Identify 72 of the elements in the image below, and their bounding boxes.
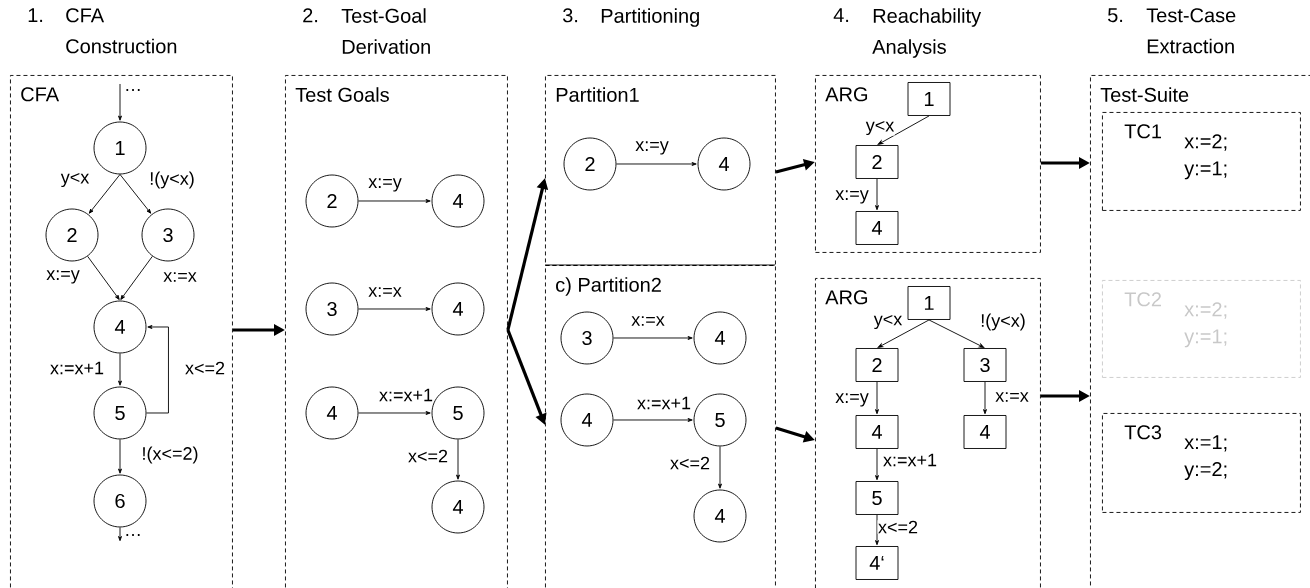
edge-label: x<=2 bbox=[407, 449, 449, 463]
step-number: 2. bbox=[303, 8, 318, 23]
edge-label: x:=x+1 bbox=[636, 396, 692, 410]
edge-label: x:=x+1 bbox=[882, 453, 938, 467]
edge-label: x:=y bbox=[45, 269, 81, 285]
edge-label: !(y<x) bbox=[979, 313, 1027, 331]
edge-label: x:=y bbox=[834, 392, 870, 408]
edge-label: x<=2 bbox=[669, 456, 711, 470]
step-number: 3. bbox=[563, 8, 578, 23]
arrow bbox=[875, 381, 879, 415]
edge-label: x:=x bbox=[367, 286, 403, 298]
arrow bbox=[613, 336, 693, 340]
arrow bbox=[875, 448, 879, 481]
step-number: 5. bbox=[1108, 8, 1123, 23]
edge-label: x:=x bbox=[994, 391, 1030, 403]
edge-label: … bbox=[123, 88, 143, 92]
edge-label: x:=y bbox=[367, 177, 403, 193]
arrow bbox=[877, 115, 930, 145]
edge-label: x:=x+1 bbox=[378, 388, 434, 402]
edge-label: x:=y bbox=[634, 140, 670, 156]
state-box: 1 bbox=[907, 82, 951, 116]
edge-label: !(x<=2) bbox=[141, 446, 199, 464]
arrow bbox=[875, 514, 879, 546]
state-box: 5 bbox=[855, 481, 899, 515]
edge-label: y<x bbox=[873, 314, 903, 330]
edge-label: x:=x bbox=[162, 271, 198, 283]
test-case-box: TC3 x:=1; y:=2; bbox=[1102, 413, 1301, 513]
state-box: 4 bbox=[963, 415, 1007, 449]
arrow bbox=[358, 307, 431, 311]
arrow bbox=[120, 255, 153, 300]
arrow bbox=[358, 411, 431, 415]
step-number: 4. bbox=[833, 8, 849, 22]
arrow bbox=[875, 178, 879, 211]
edge-label: x<=2 bbox=[184, 361, 226, 375]
arrow bbox=[87, 255, 120, 300]
step-title: Test-Case Extraction bbox=[1146, 8, 1236, 54]
state-box: 3 bbox=[963, 348, 1007, 382]
arrow bbox=[616, 162, 697, 166]
arrow bbox=[118, 83, 122, 121]
arrow bbox=[456, 439, 460, 480]
arrow bbox=[983, 381, 987, 415]
state-box: 4 bbox=[855, 415, 899, 449]
step-number: 1. bbox=[28, 8, 43, 22]
edge-label: !(y<x) bbox=[148, 171, 196, 189]
state-box: 2 bbox=[855, 348, 899, 382]
test-case-box: TC1 x:=2; y:=1; bbox=[1102, 112, 1301, 211]
arrow bbox=[928, 319, 985, 348]
step-title: Partitioning bbox=[601, 8, 699, 27]
arrow bbox=[118, 527, 122, 542]
state-box: 1 bbox=[907, 286, 951, 320]
arrow bbox=[88, 174, 121, 214]
arrow bbox=[146, 325, 169, 414]
arrow bbox=[118, 439, 122, 474]
edge-label: x:=x+1 bbox=[49, 361, 105, 375]
step-title: Test-Goal Derivation bbox=[341, 8, 430, 54]
state-box: 2 bbox=[855, 145, 899, 179]
edge-label: x:=y bbox=[834, 189, 870, 205]
step-title: CFA Construction bbox=[66, 8, 177, 54]
edge-label: y<x bbox=[865, 120, 895, 136]
step-title: Reachability Analysis bbox=[872, 8, 982, 58]
state-box: 4‘ bbox=[855, 546, 899, 580]
edge-label: y<x bbox=[60, 172, 90, 188]
edge-label: … bbox=[123, 533, 143, 537]
state-box: 4 bbox=[855, 211, 899, 245]
arrow bbox=[718, 446, 722, 489]
edge-label: x<=2 bbox=[877, 520, 919, 534]
arrow bbox=[118, 353, 122, 386]
arrow bbox=[613, 418, 693, 422]
arrow bbox=[358, 199, 431, 203]
arrow bbox=[877, 319, 930, 348]
edge-label: x:=x bbox=[630, 315, 666, 327]
arrow bbox=[119, 174, 152, 214]
